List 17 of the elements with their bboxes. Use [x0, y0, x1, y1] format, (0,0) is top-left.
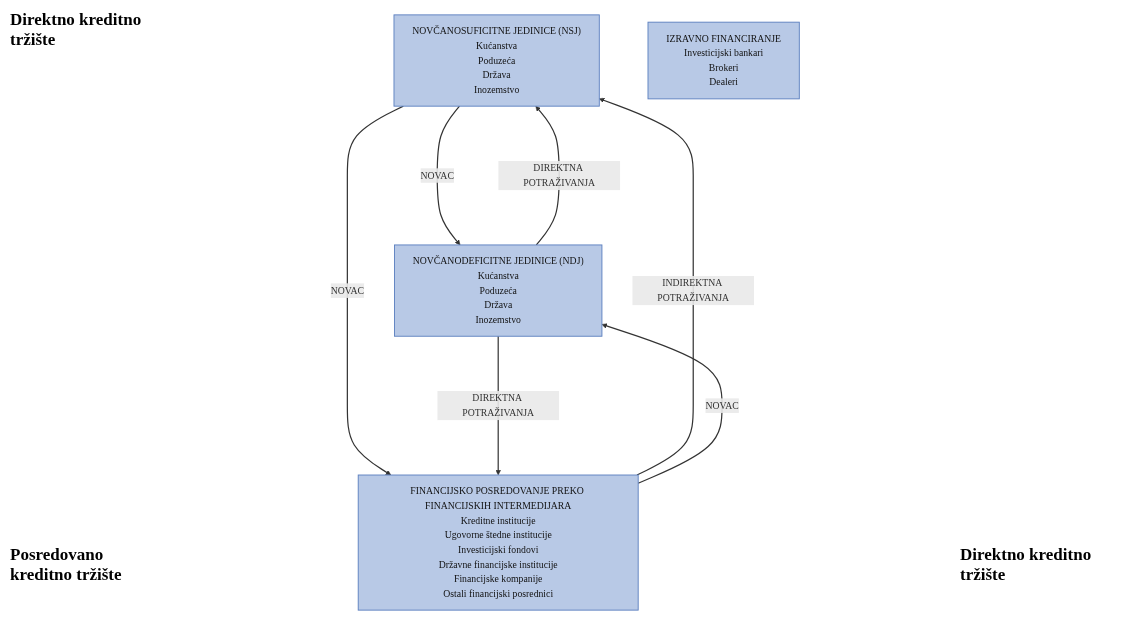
- arrow: [601, 323, 723, 484]
- edge-label: DIREKTNA POTRAŽIVANJA: [462, 392, 535, 418]
- market-label: Posredovano kreditno tržište: [10, 545, 123, 585]
- node-box: IZRAVNO FINANCIRANJE Investicijski bankari Brokeri Dealeri: [647, 21, 800, 100]
- market-label: Direktno kreditno tržište: [10, 10, 143, 50]
- node-box: NOVČANOSUFICITNE JEDINICE (NSJ) Kućanstva Poduzeća Država Inozemstvo: [393, 14, 600, 107]
- edge-label: DIREKTNA POTRAŽIVANJA: [523, 162, 596, 188]
- node-box: NOVČANODEFICITNE JEDINICE (NDJ) Kućanstva Poduzeća Država Inozemstvo: [394, 244, 603, 337]
- node-box: FINANCIJSKO POSREDOVANJE PREKO FINANCIJSKIH INTERMEDIJARA Kreditne institucije Ugovorne štedne institucije Investicijski fondovi Državne financijske institucije Financijske kompanije Ostali financijski posrednici: [357, 474, 639, 611]
- edge-label: NOVAC: [705, 400, 739, 411]
- edge-label: INDIREKTNA POTRAŽIVANJA: [657, 277, 730, 303]
- market-label: Direktno kreditno tržište: [960, 545, 1093, 585]
- arrow: [436, 105, 461, 246]
- arrow: [346, 105, 404, 476]
- edge-label: NOVAC: [420, 170, 454, 181]
- edge-label: NOVAC: [330, 285, 365, 296]
- arrow: [599, 97, 694, 476]
